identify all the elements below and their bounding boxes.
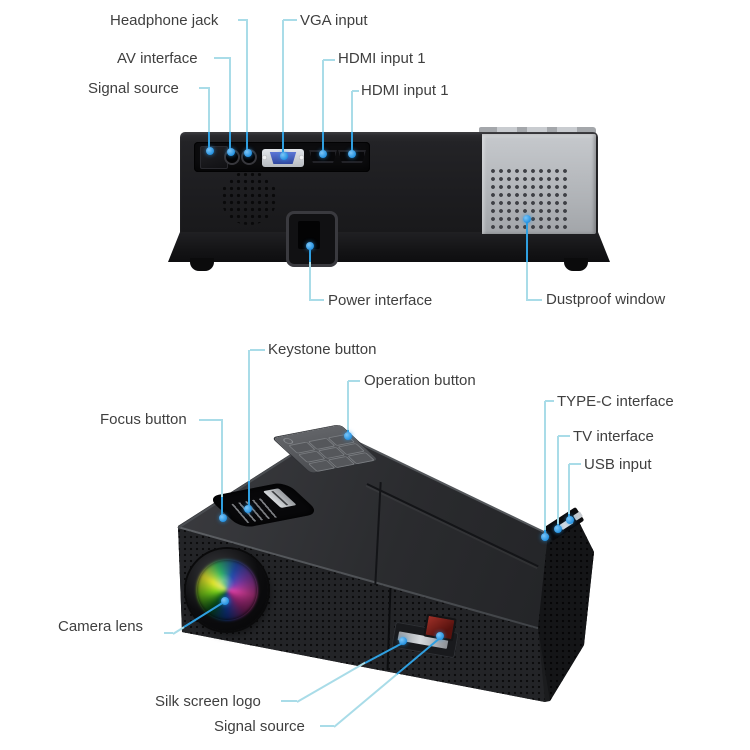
projector-front-view	[170, 420, 610, 702]
label-hdmi-input-b: HDMI input 1	[361, 82, 449, 99]
label-dustproof-window: Dustproof window	[546, 291, 666, 308]
power-socket	[286, 211, 338, 267]
leader-signal-source-front	[320, 725, 334, 727]
foot	[564, 258, 588, 271]
back-base	[168, 232, 610, 262]
top-cap-tab	[497, 127, 517, 132]
label-tv-interface: TV interface	[573, 428, 654, 445]
leader-power-interface	[309, 248, 311, 264]
knob-stripe	[271, 490, 289, 506]
label-signal-source-front: Signal source	[214, 718, 305, 735]
anchor-dot-tv	[554, 525, 562, 533]
leader-vga-input	[282, 132, 284, 154]
leader-type-c	[544, 401, 546, 530]
anchor-dot-vga-input	[280, 152, 288, 160]
leader-av-interface	[214, 57, 231, 59]
vga-screw	[299, 155, 304, 160]
anchor-dot-signal-source-front	[436, 632, 444, 640]
leader-focus-button	[221, 420, 223, 497]
leader-type-c	[545, 400, 554, 402]
leader-headphone-jack	[246, 20, 248, 132]
leader-hdmi-b	[351, 132, 353, 152]
label-type-c-interface: TYPE-C interface	[557, 393, 674, 410]
anchor-dot-usb	[566, 516, 574, 524]
leader-tv-interface	[558, 435, 570, 437]
leader-focus-button	[221, 497, 223, 516]
label-silk-screen-logo: Silk screen logo	[155, 693, 261, 710]
label-hdmi-input-a: HDMI input 1	[338, 50, 426, 67]
label-camera-lens: Camera lens	[58, 618, 144, 635]
anchor-dot-type-c	[541, 533, 549, 541]
leader-hdmi-b	[351, 91, 353, 132]
leader-silk-logo	[281, 700, 297, 702]
leader-keystone-button	[248, 350, 250, 481]
label-signal-source-back: Signal source	[88, 80, 179, 97]
leader-dustproof	[526, 299, 542, 301]
leader-av-interface	[229, 58, 231, 132]
leader-hdmi-a	[322, 132, 324, 152]
leader-signal-source	[199, 87, 210, 89]
anchor-dot-silk-logo	[399, 637, 407, 645]
anchor-dot-power	[306, 242, 314, 250]
anchor-dot-operation	[344, 432, 352, 440]
leader-keystone-button	[248, 481, 250, 507]
anchor-dot-hdmi-b	[348, 150, 356, 158]
leader-usb-input	[568, 464, 570, 515]
leader-signal-source	[208, 132, 210, 149]
anchor-dot-av-interface	[227, 148, 235, 156]
anchor-dot-dustproof	[523, 215, 531, 223]
label-av-interface: AV interface	[117, 50, 198, 67]
leader-vga-input	[282, 20, 284, 132]
anchor-dot-keystone	[244, 505, 252, 513]
leader-power-interface	[309, 299, 324, 301]
anchor-dot-hdmi-a	[319, 150, 327, 158]
foot	[190, 258, 214, 271]
leader-focus-button	[199, 419, 223, 421]
leader-av-interface	[229, 132, 231, 150]
label-usb-input: USB input	[584, 456, 652, 473]
leader-hdmi-b	[352, 90, 359, 92]
top-cap-tab	[557, 127, 577, 132]
leader-signal-source-front	[333, 672, 399, 728]
leader-signal-source	[208, 88, 210, 132]
speaker-grille	[221, 171, 277, 225]
leader-vga-input	[283, 19, 297, 21]
leader-dustproof	[526, 221, 528, 262]
leader-headphone-jack	[238, 19, 248, 21]
leader-camera-lens	[164, 632, 173, 634]
anchor-dot-signal-source	[206, 147, 214, 155]
leader-power-interface	[309, 262, 311, 301]
label-power-interface: Power interface	[328, 292, 433, 309]
dustproof-panel	[482, 134, 596, 234]
anchor-dot-headphone-jack	[244, 149, 252, 157]
leader-tv-interface	[557, 436, 559, 525]
leader-usb-input	[569, 463, 581, 465]
leader-keystone-button	[250, 349, 265, 351]
top-cap-tab	[527, 127, 547, 132]
power-socket-inner	[298, 221, 320, 249]
leader-hdmi-a	[322, 60, 324, 132]
leader-hdmi-a	[323, 59, 335, 61]
label-vga-input: VGA input	[300, 12, 368, 29]
leader-operation-button	[347, 381, 349, 432]
anchor-dot-camera-lens	[221, 597, 229, 605]
vga-screw	[262, 155, 267, 160]
leader-operation-button	[348, 380, 360, 382]
label-headphone-jack: Headphone jack	[110, 12, 219, 29]
anchor-dot-focus	[219, 514, 227, 522]
label-focus-button: Focus button	[100, 411, 187, 428]
label-operation-button: Operation button	[364, 372, 476, 389]
leader-dustproof	[526, 262, 528, 301]
label-keystone-button: Keystone button	[268, 341, 377, 358]
leader-headphone-jack	[246, 132, 248, 151]
